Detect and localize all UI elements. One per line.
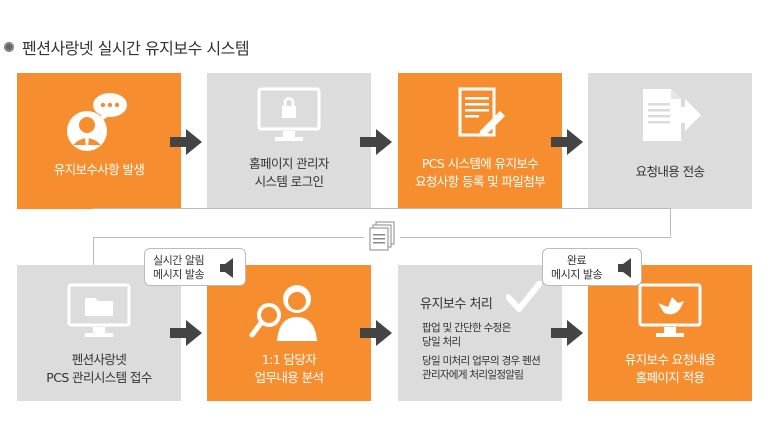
step-apply-homepage: 유지보수 요청내용 홈페이지 적용: [588, 265, 752, 401]
step-label: 유지보수사항 발생: [53, 162, 145, 177]
arrow-right-icon: [360, 320, 392, 346]
arrow-right-icon: [170, 129, 202, 155]
step-label: 홈페이지 관리자 시스템 로그인: [249, 156, 329, 189]
step-label: 유지보수 요청내용 홈페이지 적용: [624, 352, 716, 385]
step-send-request: 요청내용 전송: [588, 73, 752, 209]
step-pcs-receipt: 펜션사랑넷 PCS 관리시스템 접수: [17, 265, 181, 401]
step-staff-analysis: 1:1 담당자 업무내용 분석: [207, 265, 371, 401]
checkmark-icon: [506, 281, 542, 312]
bullet-icon: [4, 42, 14, 52]
step-label: 펜션사랑넷 PCS 관리시스템 접수: [46, 352, 152, 385]
process-title: 유지보수 처리: [420, 297, 493, 312]
header: 펜션사랑넷 실시간 유지보수 시스템: [4, 35, 250, 59]
step-label: 1:1 담당자 업무내용 분석: [254, 352, 324, 385]
realtime-notification-bubble: 실시간 알림 메시지 발송: [144, 248, 246, 286]
step-register-request: PCS 시스템에 유지보수 요청사항 등록 및 파일첨부: [398, 73, 562, 209]
process-note: 당일 미처리 업무의 경우 펜션 관리자에게 처리일정알림: [422, 355, 541, 381]
bubble-text: 완료 메시지 발송: [551, 254, 603, 281]
speaker-icon: [618, 258, 631, 278]
page-title: 펜션사랑넷 실시간 유지보수 시스템: [22, 39, 250, 58]
speaker-icon: [220, 258, 233, 278]
arrow-right-icon: [360, 129, 392, 155]
monitor-lock-icon: [257, 87, 321, 141]
arrow-right-icon: [170, 320, 202, 346]
document-send-icon: [643, 89, 701, 141]
step-admin-login: 홈페이지 관리자 시스템 로그인: [207, 73, 371, 209]
flow-connector-left: [93, 237, 94, 265]
stacked-documents-icon: [364, 219, 400, 255]
arrow-right-icon: [551, 129, 583, 155]
step-maintenance-process: 유지보수 처리 팝업 및 간단한 수정은 당일 처리 당일 미처리 업무의 경우…: [398, 265, 562, 401]
arrow-right-icon: [551, 320, 583, 346]
document-edit-icon: [458, 87, 505, 137]
flow-connector-right: [670, 208, 671, 236]
bubble-text: 실시간 알림 메시지 발송: [153, 254, 205, 281]
flow-connector: [93, 208, 671, 239]
monitor-folder-icon: [67, 283, 131, 337]
step-issue-occurred: 유지보수사항 발생: [17, 73, 181, 209]
user-search-icon: [249, 285, 317, 341]
monitor-bird-icon: [638, 283, 702, 337]
user-chat-icon: [67, 93, 127, 151]
step-label: PCS 시스템에 유지보수 요청사항 등록 및 파일첨부: [414, 156, 546, 189]
step-label: 요청내용 전송: [635, 164, 705, 179]
process-note: 팝업 및 간단한 수정은 당일 처리: [422, 322, 511, 348]
completion-notification-bubble: 완료 메시지 발송: [542, 248, 642, 286]
